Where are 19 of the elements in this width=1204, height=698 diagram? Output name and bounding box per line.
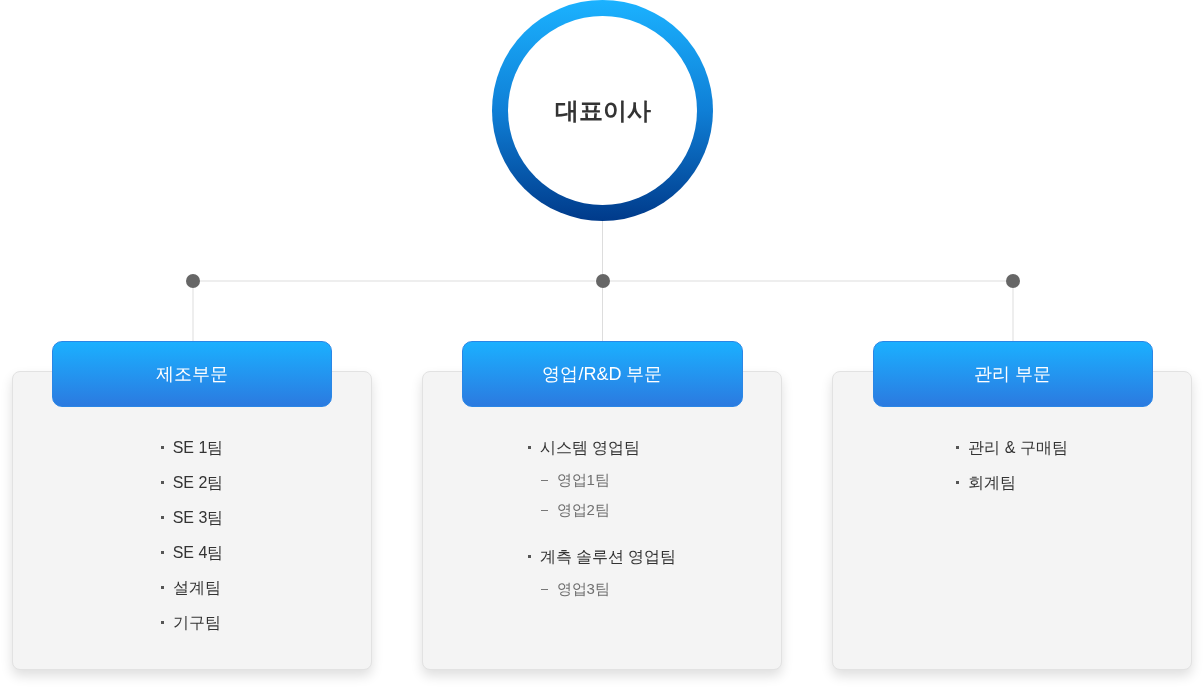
- team-name: 설계팀: [172, 577, 221, 598]
- department-header: 영업/R&D 부문: [462, 341, 743, 407]
- team-name: 시스템 영업팀: [539, 437, 640, 458]
- connector-line: [602, 287, 603, 342]
- department-header: 제조부문: [52, 341, 332, 407]
- department-header: 관리 부문: [873, 341, 1153, 407]
- team-name: 영업1팀: [556, 469, 610, 490]
- team-name: SE 4팀: [172, 542, 224, 563]
- team-name: 영업2팀: [556, 499, 610, 520]
- team-name: SE 3팀: [172, 507, 224, 528]
- connector-line: [602, 220, 603, 275]
- team-name: 관리 & 구매팀: [968, 437, 1068, 458]
- team-name: SE 2팀: [172, 472, 224, 493]
- team-name: 영업3팀: [556, 578, 610, 599]
- team-name: SE 1팀: [172, 437, 224, 458]
- team-name: 회계팀: [968, 472, 1017, 493]
- team-name: 계측 솔루션 영업팀: [539, 546, 677, 567]
- node-label: 대표이사: [554, 98, 651, 123]
- team-name: 기구팀: [172, 612, 221, 633]
